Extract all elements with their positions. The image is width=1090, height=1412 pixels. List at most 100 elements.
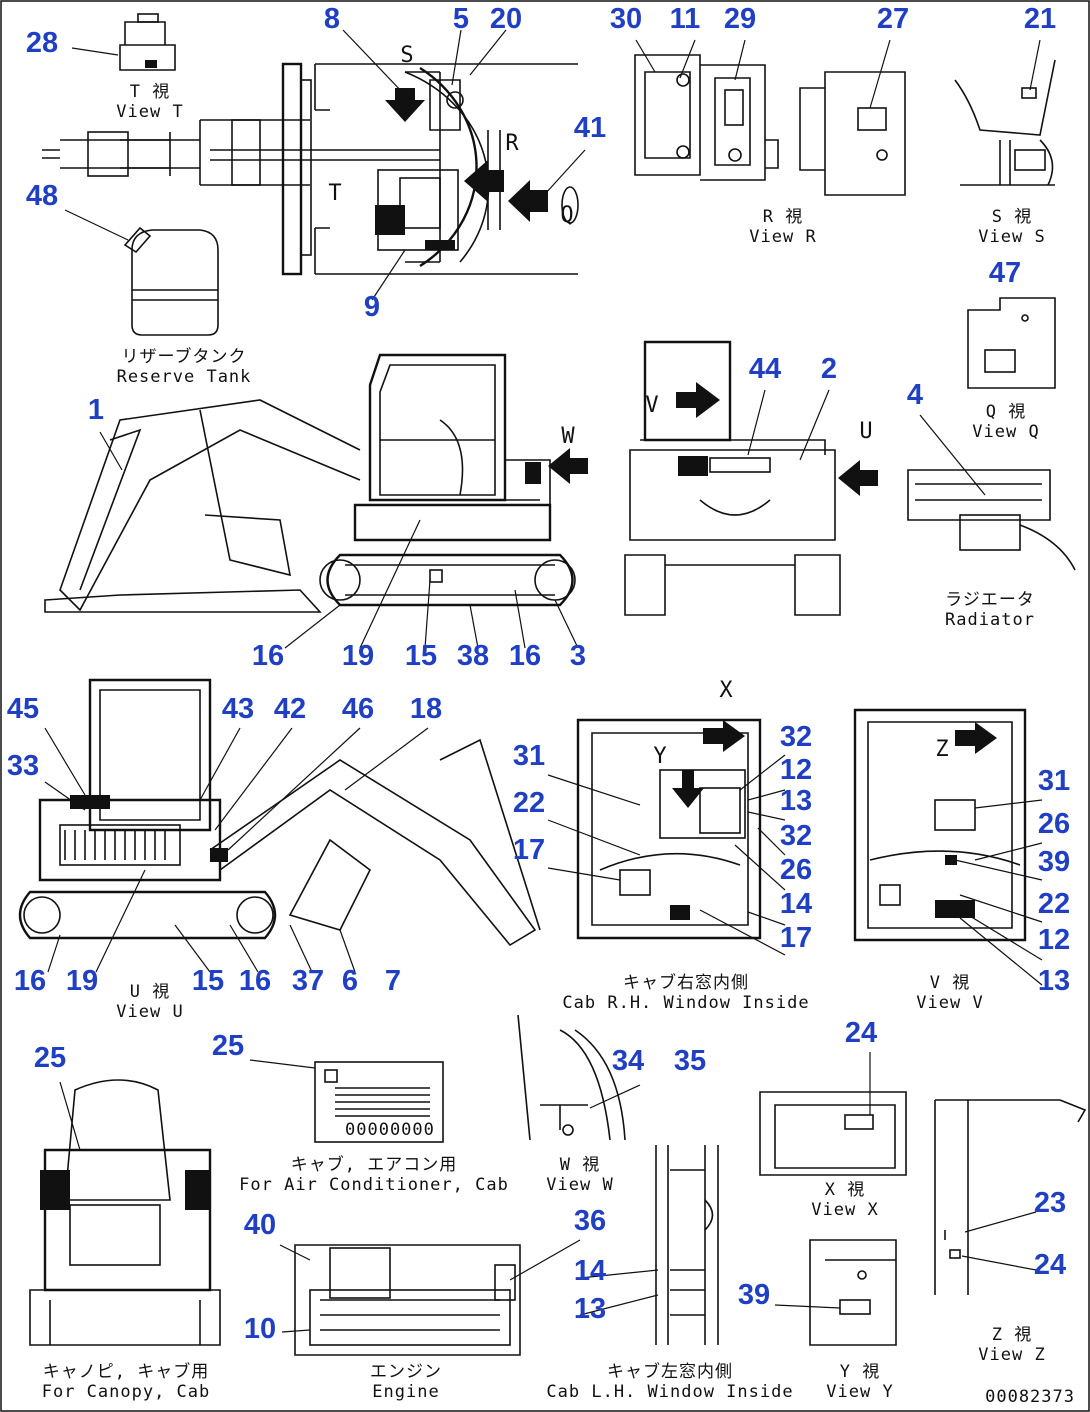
view-v-cab	[853, 708, 1027, 942]
part-27	[799, 71, 906, 196]
callout-c2: 2	[821, 353, 837, 385]
view-letter-vR: R	[505, 131, 519, 156]
caption-jp-capAircon: キャブ, エアコン用	[291, 1154, 457, 1175]
callout-c22a: 22	[513, 787, 545, 819]
caption-jp-capV: V 視	[930, 973, 970, 993]
caption-jp-capU: U 視	[130, 982, 170, 1002]
caption-en-capZ: View Z	[978, 1345, 1045, 1365]
callout-c6: 6	[342, 965, 358, 997]
view-letter-vT: T	[328, 181, 341, 206]
caption-jp-capCabL: キャブ左窓内側	[607, 1361, 733, 1382]
view-s-part	[954, 59, 1056, 186]
callout-c16d: 16	[239, 965, 271, 997]
view-letter-vW: W	[561, 424, 575, 449]
side-view-machine	[44, 353, 588, 613]
callout-c32b: 32	[780, 820, 812, 852]
callout-c21: 21	[1024, 3, 1056, 35]
view-z-part	[934, 1099, 1087, 1295]
view-letter-vZ: Z	[935, 737, 948, 762]
callout-c13c: 13	[574, 1293, 606, 1325]
callout-c46: 46	[342, 693, 374, 725]
callout-c25b: 25	[34, 1042, 66, 1074]
caption-en-capY: View Y	[826, 1382, 893, 1402]
cab-rh-window	[576, 718, 762, 940]
caption-en-capCabR: Cab R.H. Window Inside	[562, 993, 809, 1013]
callout-c44: 44	[749, 353, 781, 385]
radiator-part	[907, 469, 1076, 571]
caption-en-capU: View U	[116, 1002, 183, 1022]
callout-c7: 7	[385, 965, 401, 997]
callout-c28: 28	[26, 27, 58, 59]
callout-c13b: 13	[1038, 965, 1070, 997]
callout-c42: 42	[274, 693, 306, 725]
view-y-part	[809, 1239, 897, 1346]
callout-c19b: 19	[66, 965, 98, 997]
top-view-machine	[42, 62, 579, 276]
callout-c15a: 15	[405, 640, 437, 672]
callout-c30: 30	[610, 3, 642, 35]
view-letter-vS: S	[400, 43, 413, 68]
rear-view-machine	[624, 340, 878, 616]
caption-en-capReserve: Reserve Tank	[117, 367, 252, 387]
view-letter-vV: V	[645, 393, 658, 418]
callout-c17b: 17	[780, 922, 812, 954]
callout-c31b: 31	[1038, 765, 1070, 797]
callout-c12a: 12	[780, 754, 812, 786]
callout-c16c: 16	[14, 965, 46, 997]
callout-c38: 38	[457, 640, 489, 672]
callout-c40: 40	[244, 1209, 276, 1241]
view-r-part	[634, 54, 779, 181]
callout-c17a: 17	[513, 834, 545, 866]
callout-c24a: 24	[845, 1017, 877, 1049]
view-x-part	[759, 1091, 907, 1176]
caption-jp-capEngine: エンジン	[370, 1362, 442, 1382]
view-letter-vX: X	[719, 678, 733, 703]
canopy-cab	[29, 1079, 221, 1346]
callout-c8: 8	[324, 3, 340, 35]
callout-c14a: 14	[780, 888, 812, 920]
callout-c24b: 24	[1034, 1249, 1066, 1281]
callout-c31a: 31	[513, 740, 545, 772]
callout-c18: 18	[410, 693, 442, 725]
callout-c13a: 13	[780, 785, 812, 817]
callout-c35: 35	[674, 1045, 706, 1077]
callout-c19a: 19	[342, 640, 374, 672]
callout-c3: 3	[570, 640, 586, 672]
caption-en-capEngine: Engine	[372, 1382, 439, 1402]
caption-en-capAircon: For Air Conditioner, Cab	[239, 1175, 509, 1195]
plate-text: 00000000	[345, 1120, 435, 1140]
caption-en-capR: View R	[749, 227, 816, 247]
leader-lines	[44, 29, 1043, 1333]
caption-en-capRad: Radiator	[945, 610, 1035, 630]
caption-en-capT: View T	[116, 102, 183, 122]
callout-c37: 37	[292, 965, 324, 997]
callout-c33: 33	[7, 750, 39, 782]
caption-en-capV: View V	[916, 993, 983, 1013]
drawing-code: 00082373	[985, 1387, 1075, 1407]
callout-c27: 27	[877, 3, 909, 35]
caption-en-capCabL: Cab L.H. Window Inside	[546, 1382, 793, 1402]
view-q-part	[967, 297, 1056, 389]
callout-c9: 9	[364, 291, 380, 323]
cab-lh-window	[655, 1145, 719, 1345]
caption-jp-capCanopy: キャノピ, キャブ用	[43, 1361, 209, 1382]
callout-c1: 1	[88, 394, 104, 426]
caption-jp-capS: S 視	[992, 207, 1032, 227]
callout-c23: 23	[1034, 1187, 1066, 1219]
caption-jp-capRad: ラジエータ	[945, 590, 1035, 610]
caption-jp-capW: W 視	[560, 1155, 600, 1175]
engine-part	[294, 1244, 521, 1356]
callout-c14b: 14	[574, 1255, 606, 1287]
caption-jp-capY: Y 視	[840, 1362, 880, 1382]
callout-c47: 47	[989, 257, 1021, 289]
callout-c20: 20	[490, 3, 522, 35]
caption-en-capS: View S	[978, 227, 1045, 247]
callout-c26a: 26	[1038, 808, 1070, 840]
callout-c32a: 32	[780, 721, 812, 753]
callout-c11: 11	[670, 3, 701, 35]
